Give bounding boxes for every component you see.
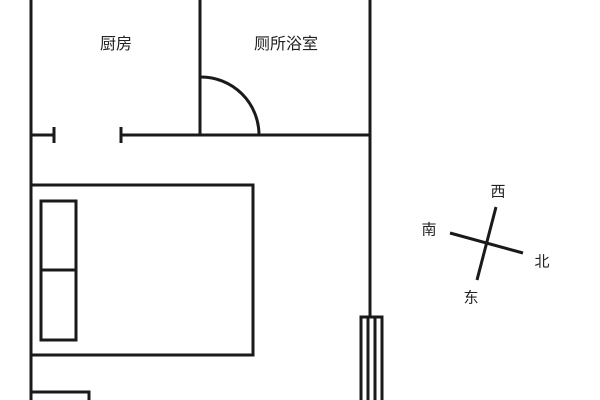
compass-label-north: 北 (534, 252, 550, 271)
room-label-kitchen: 厨房 (99, 34, 133, 53)
window (359, 315, 384, 400)
furniture-bottom-left (29, 390, 91, 400)
compass-label-south: 南 (421, 220, 437, 239)
pillow-top (39, 199, 78, 272)
room-label-bathroom: 厕所浴室 (253, 34, 319, 53)
bathroom-door-swing-arc (200, 75, 261, 136)
pillow-bottom (39, 268, 78, 342)
compass-label-east: 东 (463, 288, 479, 307)
bed (29, 183, 255, 357)
compass-label-west: 西 (490, 182, 506, 201)
compass-axis-west-east (475, 206, 498, 281)
